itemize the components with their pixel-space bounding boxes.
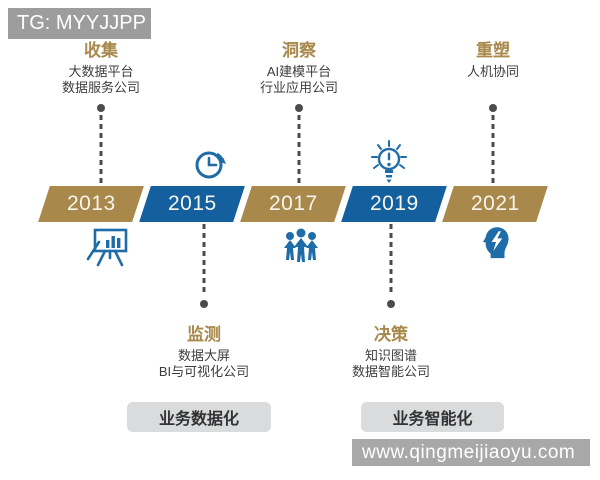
stage-label-monitor: 监测 数据大屏 BI与可视化公司 xyxy=(159,320,249,380)
timeline-year-bar: 2021 xyxy=(442,186,548,222)
stage-label-reshape: 重塑 人机协同 xyxy=(467,36,519,80)
stage-line: 数据服务公司 xyxy=(61,80,141,95)
top-watermark-badge: TG: MYYJJPP xyxy=(8,8,151,39)
timeline-year-label: 2019 xyxy=(369,192,419,215)
stage-line: 知识图谱 xyxy=(364,348,418,363)
bottom-watermark: www.qingmeijiaoyu.com xyxy=(352,439,590,466)
timeline-year-bar: 2017 xyxy=(240,186,346,222)
timeline-year-label: 2017 xyxy=(268,192,318,215)
lightbulb-alert-icon xyxy=(368,140,410,191)
presentation-chart-icon xyxy=(84,227,132,272)
phase-box-intelligence: 业务智能化 xyxy=(361,402,504,432)
connector-dashed-line xyxy=(99,115,103,184)
connector-dashed-line xyxy=(491,115,495,184)
timeline-bars: 2013 2015 2017 2019 2021 xyxy=(38,186,548,222)
ai-head-icon xyxy=(479,225,513,264)
team-icon xyxy=(279,228,323,271)
stage-label-collect: 收集 大数据平台 数据服务公司 xyxy=(62,36,140,96)
connector-dot xyxy=(200,300,208,308)
connector-dot xyxy=(387,300,395,308)
stage-label-decision: 决策 知识图谱 数据智能公司 xyxy=(352,320,430,380)
stage-line: BI与可视化公司 xyxy=(158,364,250,379)
connector-dot xyxy=(295,104,303,112)
connector-dashed-line xyxy=(297,115,301,184)
stage-line: 行业应用公司 xyxy=(259,80,339,95)
timeline-year-label: 2021 xyxy=(470,192,520,215)
connector-dashed-line xyxy=(202,224,206,296)
connector-dot xyxy=(97,104,105,112)
stage-title: 监测 xyxy=(186,325,221,344)
stage-line: 人机协同 xyxy=(466,64,520,79)
timeline-year-label: 2013 xyxy=(66,192,116,215)
stage-line: 数据大屏 xyxy=(177,348,231,363)
stage-title: 洞察 xyxy=(281,41,316,60)
stage-title: 重塑 xyxy=(475,41,510,60)
connector-dashed-line xyxy=(389,224,393,296)
connector-dot xyxy=(489,104,497,112)
timeline-year-bar: 2015 xyxy=(139,186,245,222)
timeline-year-bar: 2013 xyxy=(38,186,144,222)
stage-line: AI建模平台 xyxy=(266,64,332,79)
phase-box-data: 业务数据化 xyxy=(127,402,271,432)
clock-history-icon xyxy=(192,146,229,187)
stage-label-insight: 洞察 AI建模平台 行业应用公司 xyxy=(260,36,338,96)
stage-title: 决策 xyxy=(373,325,408,344)
stage-line: 大数据平台 xyxy=(68,64,134,79)
timeline-year-bar: 2019 xyxy=(341,186,447,222)
stage-line: 数据智能公司 xyxy=(351,364,431,379)
stage-title: 收集 xyxy=(83,41,118,60)
timeline-year-label: 2015 xyxy=(167,192,217,215)
